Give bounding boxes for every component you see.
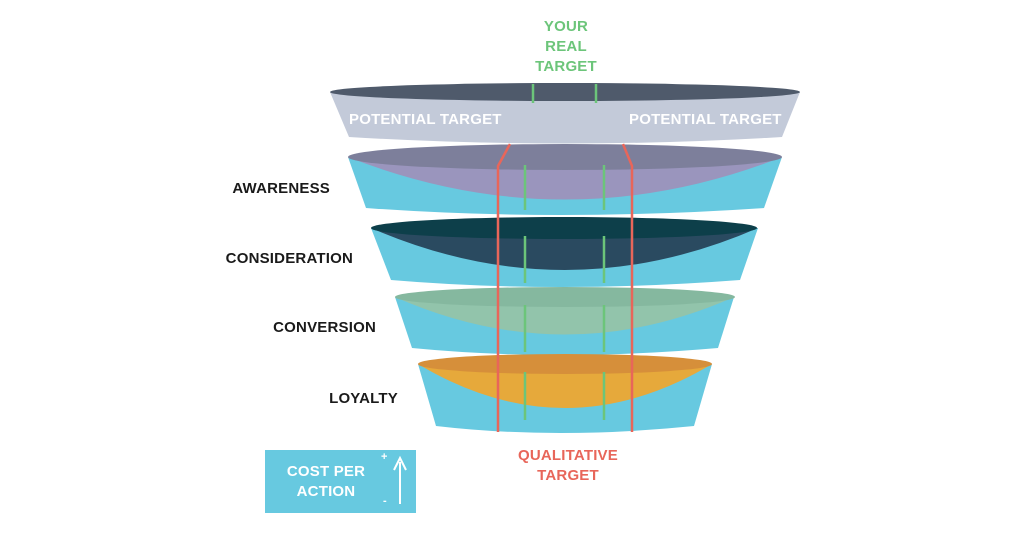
conversion-layer: [395, 287, 735, 355]
potential-target-layer: [330, 83, 800, 144]
cost-per-action-label: COST PER ACTION: [286, 463, 366, 500]
cost-plus-sign: +: [381, 451, 388, 463]
qualitative-target-lines: [496, 143, 634, 432]
cost-minus-sign: -: [383, 495, 387, 507]
stage-label-loyalty: LOYALTY: [329, 390, 398, 407]
stage-label-awareness: AWARENESS: [232, 180, 330, 197]
cost-per-action-box: [265, 450, 416, 513]
loyalty-layer: [418, 354, 712, 433]
potential-target-label-right: POTENTIAL TARGET: [629, 111, 782, 128]
stage-label-consideration: CONSIDERATION: [225, 250, 353, 267]
real-target-lines: [523, 84, 606, 420]
stage-label-conversion: CONVERSION: [273, 319, 376, 336]
your-real-target-label: YOUR REAL TARGET: [535, 18, 597, 75]
awareness-layer: [348, 144, 782, 215]
consideration-layer: [371, 217, 758, 287]
qualitative-target-label: QUALITATIVE TARGET: [518, 447, 618, 484]
potential-target-label-left: POTENTIAL TARGET: [349, 111, 502, 128]
